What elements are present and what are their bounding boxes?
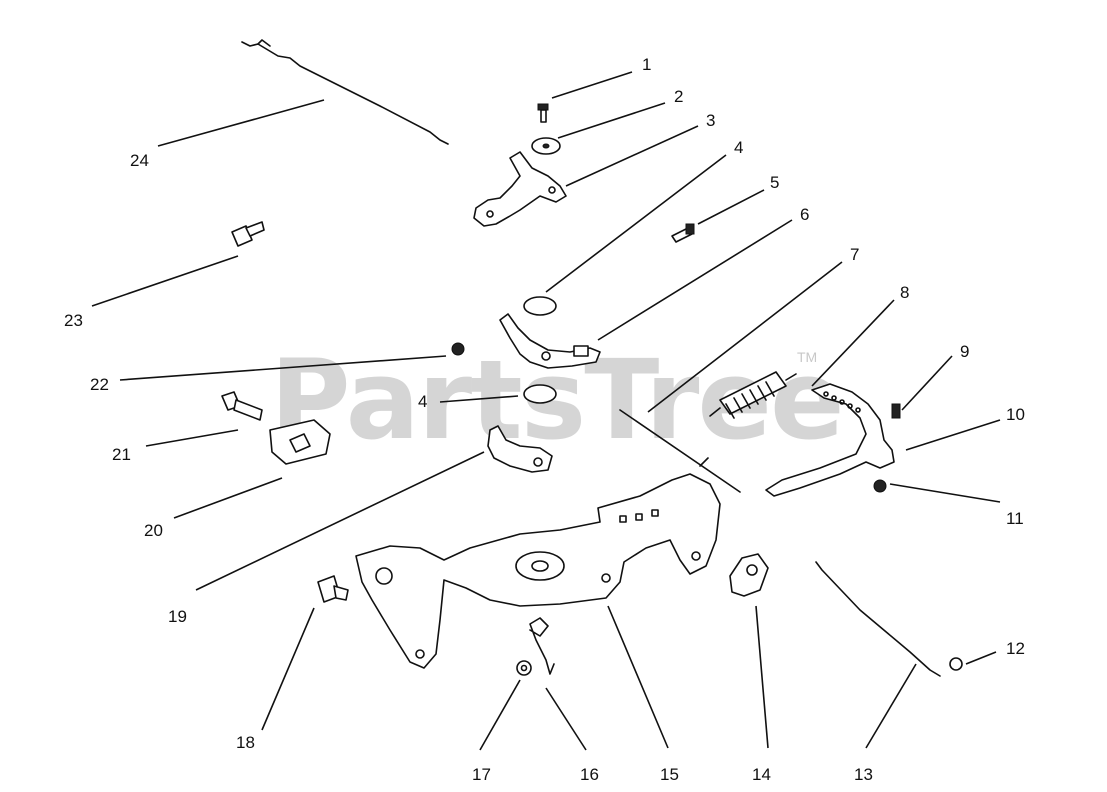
leader-6 xyxy=(597,219,793,341)
part-nut-12 xyxy=(949,657,963,671)
leader-lines xyxy=(91,71,1001,751)
callout-21: 21 xyxy=(112,445,131,464)
callout-labels: 1 2 3 4 4 5 6 7 8 9 10 11 12 13 14 15 16… xyxy=(64,55,1025,784)
leader-12 xyxy=(965,651,997,665)
part-bolt-23 xyxy=(231,221,265,247)
leader-16 xyxy=(545,687,587,751)
part-nut-22 xyxy=(451,342,465,356)
watermark-trademark: TM xyxy=(797,349,817,365)
callout-12: 12 xyxy=(1006,639,1025,658)
leader-5 xyxy=(697,189,765,225)
part-cable-clamp-14 xyxy=(729,553,769,597)
part-main-bracket-15 xyxy=(355,473,721,669)
leader-23 xyxy=(91,255,239,307)
leader-11 xyxy=(889,483,1001,503)
callout-24: 24 xyxy=(130,151,149,170)
leader-4a xyxy=(545,154,727,293)
leader-18 xyxy=(261,607,315,731)
callout-5: 5 xyxy=(770,173,779,192)
leader-8 xyxy=(811,299,895,387)
part-bolt-21 xyxy=(221,391,263,421)
part-bolt-18 xyxy=(317,575,349,603)
part-spring-8 xyxy=(709,371,797,419)
part-wire-7 xyxy=(619,409,741,493)
leader-10 xyxy=(905,419,1001,451)
callout-22: 22 xyxy=(90,375,109,394)
part-nut-11 xyxy=(873,479,887,493)
part-lever-plate-19 xyxy=(487,425,553,473)
part-control-lever-10 xyxy=(765,383,895,497)
callout-15: 15 xyxy=(660,765,679,784)
callout-3: 3 xyxy=(706,111,715,130)
leader-19 xyxy=(195,451,485,591)
leader-15 xyxy=(607,605,669,749)
leader-3 xyxy=(565,125,699,187)
callout-11: 11 xyxy=(1006,509,1024,528)
part-lever-6 xyxy=(499,313,601,369)
callout-9: 9 xyxy=(960,342,969,361)
part-washer-4-upper xyxy=(523,296,557,316)
leader-22 xyxy=(119,355,447,381)
leader-14 xyxy=(755,605,769,749)
leader-4b xyxy=(439,395,519,403)
callout-7: 7 xyxy=(850,245,859,264)
callout-8: 8 xyxy=(900,283,909,302)
callout-10: 10 xyxy=(1006,405,1025,424)
part-nut-17 xyxy=(516,660,532,676)
callout-2: 2 xyxy=(674,87,683,106)
callout-6: 6 xyxy=(800,205,809,224)
part-lever-bracket-3 xyxy=(473,151,567,227)
leader-20 xyxy=(173,477,283,519)
callout-13: 13 xyxy=(854,765,873,784)
callout-14: 14 xyxy=(752,765,771,784)
part-screw-5 xyxy=(671,223,695,243)
callout-23: 23 xyxy=(64,311,83,330)
part-control-rod-24 xyxy=(241,39,449,145)
callout-18: 18 xyxy=(236,733,255,752)
callout-16: 16 xyxy=(580,765,599,784)
part-screw-9 xyxy=(891,403,901,419)
leader-2 xyxy=(557,102,666,139)
leader-13 xyxy=(865,663,917,749)
part-screw-1 xyxy=(537,103,549,123)
part-spring-16 xyxy=(529,617,555,675)
callout-1: 1 xyxy=(642,55,651,74)
callout-20: 20 xyxy=(144,521,163,540)
part-link-rod-13 xyxy=(815,561,941,677)
callout-4-lower: 4 xyxy=(418,392,427,411)
leader-21 xyxy=(145,429,239,447)
callout-4-upper: 4 xyxy=(734,138,743,157)
part-washer-2 xyxy=(531,137,561,155)
part-clip-bracket-20 xyxy=(269,419,331,465)
leader-1 xyxy=(551,71,633,99)
callout-19: 19 xyxy=(168,607,187,626)
part-washer-4-lower xyxy=(523,384,557,404)
leader-9 xyxy=(901,355,953,411)
leader-7 xyxy=(647,261,843,413)
leader-17 xyxy=(479,679,521,751)
callout-17: 17 xyxy=(472,765,491,784)
leader-24 xyxy=(157,99,325,147)
